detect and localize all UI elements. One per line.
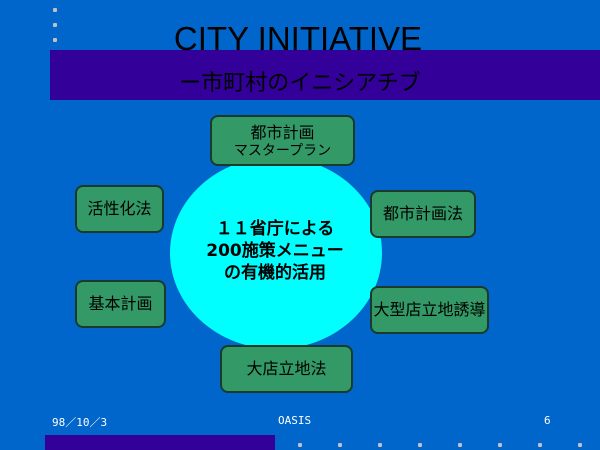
- decor-dot: [418, 443, 422, 447]
- decor-dot: [53, 23, 57, 27]
- box-master-plan: 都市計画 マスタープラン: [210, 115, 355, 166]
- decor-dot: [578, 443, 582, 447]
- box-city-planning-law: 都市計画法: [370, 190, 476, 238]
- decor-dot: [538, 443, 542, 447]
- title-band: [50, 50, 600, 100]
- decor-dot: [498, 443, 502, 447]
- box-activation-law: 活性化法: [75, 185, 164, 233]
- center-line: 200施策メニュー: [206, 241, 344, 261]
- center-line: の有機的活用: [224, 263, 326, 283]
- box-sublabel: マスタープラン: [233, 142, 332, 159]
- box-basic-plan: 基本計画: [75, 280, 166, 328]
- footer-org: OASIS: [278, 414, 312, 427]
- box-large-store-guidance: 大型店立地誘導: [370, 286, 489, 334]
- decor-dot: [53, 38, 57, 42]
- center-line: １１省庁による: [215, 219, 335, 239]
- decor-dot: [298, 443, 302, 447]
- footer-page-number: 6: [544, 414, 551, 427]
- footer-date: 98／10／3: [52, 416, 108, 429]
- decor-dot: [338, 443, 342, 447]
- footer-bar: [45, 435, 275, 450]
- box-large-store-law: 大店立地法: [220, 345, 353, 393]
- slide-title-text: CITY INITIATIVE: [173, 20, 423, 57]
- slide-subtitle: ー市町村のイニシアチブ: [179, 71, 421, 96]
- slide-title: CITY INITIATIVE: [0, 20, 600, 58]
- box-label: 都市計画: [250, 122, 315, 142]
- center-text: １１省庁による 200施策メニュー の有機的活用: [180, 218, 370, 284]
- decor-dot: [53, 8, 57, 12]
- decor-dot: [458, 443, 462, 447]
- center-circle: [170, 157, 382, 349]
- decor-dot: [378, 443, 382, 447]
